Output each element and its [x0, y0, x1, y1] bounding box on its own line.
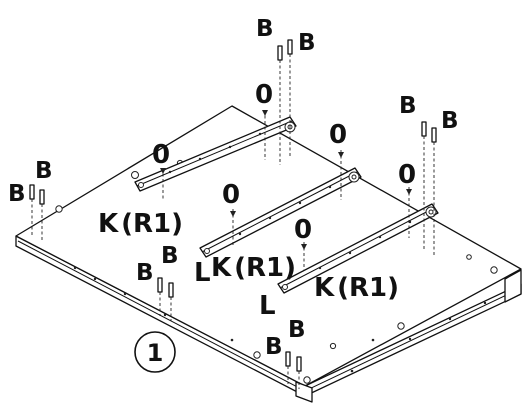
screw-label: 0 [398, 160, 416, 190]
base-panel [15, 105, 522, 403]
panel-hole [490, 266, 498, 274]
panel-hole [55, 205, 63, 213]
bolt-label: B [8, 181, 26, 207]
panel-hole [253, 351, 261, 359]
panel-holes [55, 159, 498, 384]
screw-label: 0 [255, 80, 273, 110]
panel-hole [303, 376, 311, 384]
runner-side-label: L [194, 258, 211, 288]
screw-0-group [160, 110, 412, 270]
panel-hole [131, 171, 139, 179]
runner-label: K(R1) [98, 209, 183, 239]
runner-rail-3 [277, 203, 439, 294]
panel-hole [466, 254, 472, 260]
screw-label: 0 [152, 140, 170, 170]
step-number-badge: 1 [134, 331, 176, 373]
screw-label: 0 [222, 180, 240, 210]
runner-rail-2 [199, 167, 362, 258]
bolt-label: B [399, 93, 417, 119]
runner-label: K(R1) [211, 253, 296, 283]
panel-hole [329, 342, 337, 350]
runner-side-label: L [259, 291, 276, 321]
panel-hole [397, 322, 405, 330]
screw-label: 0 [294, 215, 312, 245]
bolt-label: B [256, 16, 274, 42]
bolt-label: B [298, 30, 316, 56]
step-circle [134, 331, 176, 373]
screw-label: 0 [329, 120, 347, 150]
step-number: 1 [147, 339, 164, 367]
bolt-label: B [441, 108, 459, 134]
runner-label: K(R1) [314, 273, 399, 303]
bolt-label: B [136, 260, 154, 286]
bolt-label: B [35, 158, 53, 184]
bolt-label: B [265, 334, 283, 360]
bolt-label: B [161, 243, 179, 269]
bolt-label: B [288, 317, 306, 343]
bolt-group [29, 39, 437, 389]
